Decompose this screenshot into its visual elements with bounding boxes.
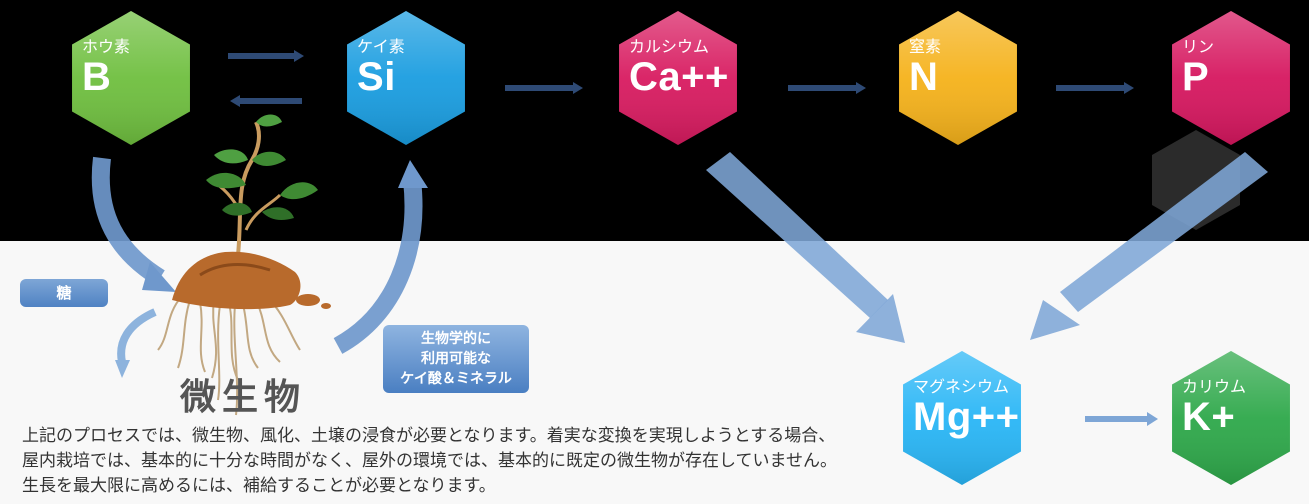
arrow-silicon-to-boron bbox=[230, 95, 302, 107]
hexagon-shine-magnesium bbox=[903, 351, 1021, 485]
sugar-tag: 糖 bbox=[20, 279, 108, 307]
arrow-soil-to-silicon bbox=[333, 160, 428, 354]
arrow-phosphorus-to-magnesium bbox=[1030, 152, 1268, 340]
bioavailable-silica-tag: 生物学的に 利用可能な ケイ酸＆ミネラル bbox=[383, 325, 529, 393]
arrow-magnesium-to-potassium bbox=[1085, 412, 1158, 426]
hexagon-shine-calcium bbox=[619, 11, 737, 145]
soil-clump bbox=[172, 251, 331, 310]
silica-tag-line3: ケイ酸＆ミネラル bbox=[400, 371, 512, 387]
arrow-calcium-to-nitrogen bbox=[788, 82, 866, 94]
element-hexagons bbox=[72, 11, 1290, 485]
plant-stem bbox=[209, 121, 282, 256]
arrow-calcium-to-magnesium bbox=[706, 152, 905, 343]
description-text: 上記のプロセスでは、微生物、風化、土壌の浸食が必要となります。着実な変換を実現し… bbox=[22, 426, 837, 496]
hexagon-shine-phosphorus bbox=[1172, 11, 1290, 145]
hexagon-shine-boron bbox=[72, 11, 190, 145]
arrow-boron-to-silicon bbox=[228, 50, 304, 62]
microbes-label: 微生物 bbox=[180, 377, 307, 418]
hexagon-shine-silicon bbox=[347, 11, 465, 145]
arrow-nitrogen-to-phosphorus bbox=[1056, 82, 1134, 94]
silica-tag-line2: 利用可能な bbox=[421, 351, 491, 367]
arrow-sugar-to-microbes bbox=[115, 308, 157, 378]
hexagon-shine-potassium bbox=[1172, 351, 1290, 485]
arrow-silicon-to-calcium bbox=[505, 82, 583, 94]
hexagon-shine-nitrogen bbox=[899, 11, 1017, 145]
silica-tag-line1: 生物学的に bbox=[421, 331, 491, 347]
arrow-boron-to-soil bbox=[91, 156, 176, 292]
plant-leaves bbox=[206, 114, 318, 220]
